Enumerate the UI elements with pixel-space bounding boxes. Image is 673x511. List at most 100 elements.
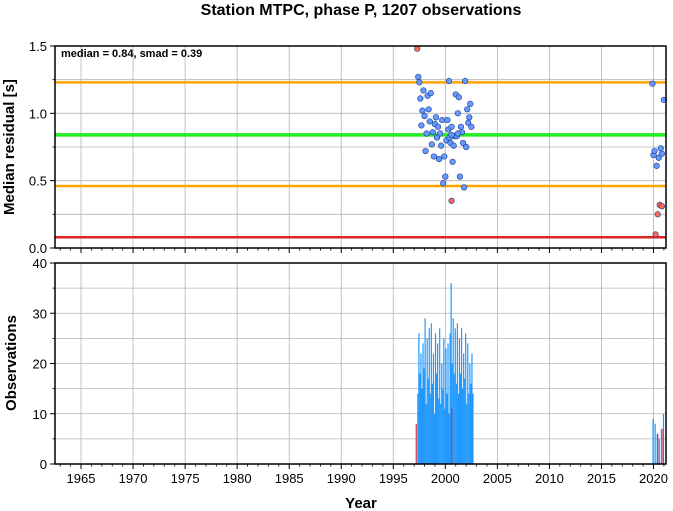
residual-point [448, 123, 455, 130]
residual-point [433, 134, 441, 141]
residual-point [466, 114, 473, 121]
x-tick-label: 1990 [327, 471, 356, 486]
residual-point [440, 180, 447, 187]
observation-bar [434, 333, 437, 464]
observation-bar [470, 383, 472, 464]
residual-point [427, 90, 434, 97]
residual-point [434, 123, 442, 130]
observation-bar [443, 338, 445, 464]
observation-bar [457, 393, 460, 464]
observation-bar [419, 373, 421, 464]
observation-bar [466, 403, 468, 464]
residual-point [658, 150, 665, 157]
x-tick-label: 1985 [275, 471, 304, 486]
x-tick-label: 1975 [171, 471, 200, 486]
observation-bar [467, 343, 469, 464]
observation-bar [468, 393, 470, 464]
observation-bar [463, 353, 465, 464]
residual-y-tick-label: 1.0 [29, 106, 47, 121]
x-tick-label: 1970 [119, 471, 148, 486]
residual-y-ticks: 0.00.51.01.5 [29, 39, 665, 256]
observation-bar [444, 408, 446, 464]
observation-bar [433, 413, 436, 464]
residual-point [430, 153, 437, 160]
residual-point [437, 130, 444, 137]
residual-point [455, 94, 462, 101]
x-tick-label: 2015 [587, 471, 616, 486]
observation-bar [658, 438, 660, 464]
outlier-observation-bar [451, 408, 453, 464]
x-tick-label: 2010 [535, 471, 564, 486]
residual-point [463, 143, 470, 151]
observation-bar [448, 413, 450, 464]
outlier-observation-bar [657, 433, 659, 464]
observation-bar [439, 328, 441, 464]
residual-point [441, 153, 448, 160]
chart-title: Station MTPC, phase P, 1207 observations [201, 2, 522, 19]
observation-bar [660, 428, 662, 464]
observation-bar [421, 388, 423, 464]
residual-point [442, 173, 449, 180]
observation-bar [446, 393, 448, 464]
outlier-point [658, 203, 665, 210]
outlier-observation-bar [662, 428, 664, 464]
residual-point [417, 95, 424, 102]
median-smad-annotation: median = 0.84, smad = 0.39 [61, 48, 202, 60]
x-tick-label: 1995 [379, 471, 408, 486]
residual-y-tick-label: 0.0 [29, 241, 47, 256]
residual-point [416, 79, 423, 86]
outlier-point [654, 211, 661, 218]
observation-bar [428, 328, 430, 464]
observation-bar [424, 318, 426, 464]
outlier-point [652, 231, 659, 238]
observation-bar [429, 393, 431, 464]
residual-point [450, 142, 457, 149]
observation-bar [422, 343, 424, 464]
residual-point [423, 130, 430, 137]
observation-bar [435, 373, 438, 464]
observation-bar [431, 383, 434, 464]
residual-point [415, 73, 422, 81]
observation-bar [425, 403, 427, 464]
observations-bars [415, 283, 665, 464]
residual-point [457, 123, 465, 130]
residual-point [467, 100, 474, 108]
residual-point [425, 106, 432, 113]
observation-bar [464, 378, 466, 464]
residual-y-axis-label: Median residual [s] [1, 79, 18, 215]
residual-point [435, 156, 443, 163]
residual-point [432, 114, 440, 121]
residual-point [449, 158, 456, 165]
observation-bar [459, 373, 462, 464]
outlier-point [448, 197, 455, 204]
observation-bar [423, 368, 425, 464]
residual-point [454, 110, 461, 117]
residual-points [414, 45, 668, 238]
observation-bar [461, 388, 464, 464]
observation-bar [449, 333, 451, 464]
observation-bar [441, 363, 443, 464]
observation-bar [447, 343, 449, 464]
observations-y-tick-label: 10 [33, 407, 47, 422]
residual-point [657, 145, 664, 152]
observations-y-tick-label: 30 [33, 306, 47, 321]
observation-bar [452, 318, 454, 464]
observation-bar [450, 283, 452, 464]
observation-bar [437, 343, 439, 464]
observation-bar [465, 333, 467, 464]
observation-bar [454, 328, 456, 464]
observations-y-tick-label: 20 [33, 357, 47, 372]
observation-bar [427, 378, 429, 464]
residual-point [468, 123, 475, 130]
residual-point [448, 131, 455, 138]
observation-bar [654, 423, 656, 464]
observation-bar [458, 338, 461, 464]
observation-bar [430, 323, 432, 464]
residual-point [655, 154, 662, 161]
observation-bar [455, 383, 457, 464]
observation-bar [471, 353, 473, 464]
observation-bar [652, 418, 654, 464]
residual-point [651, 147, 658, 155]
